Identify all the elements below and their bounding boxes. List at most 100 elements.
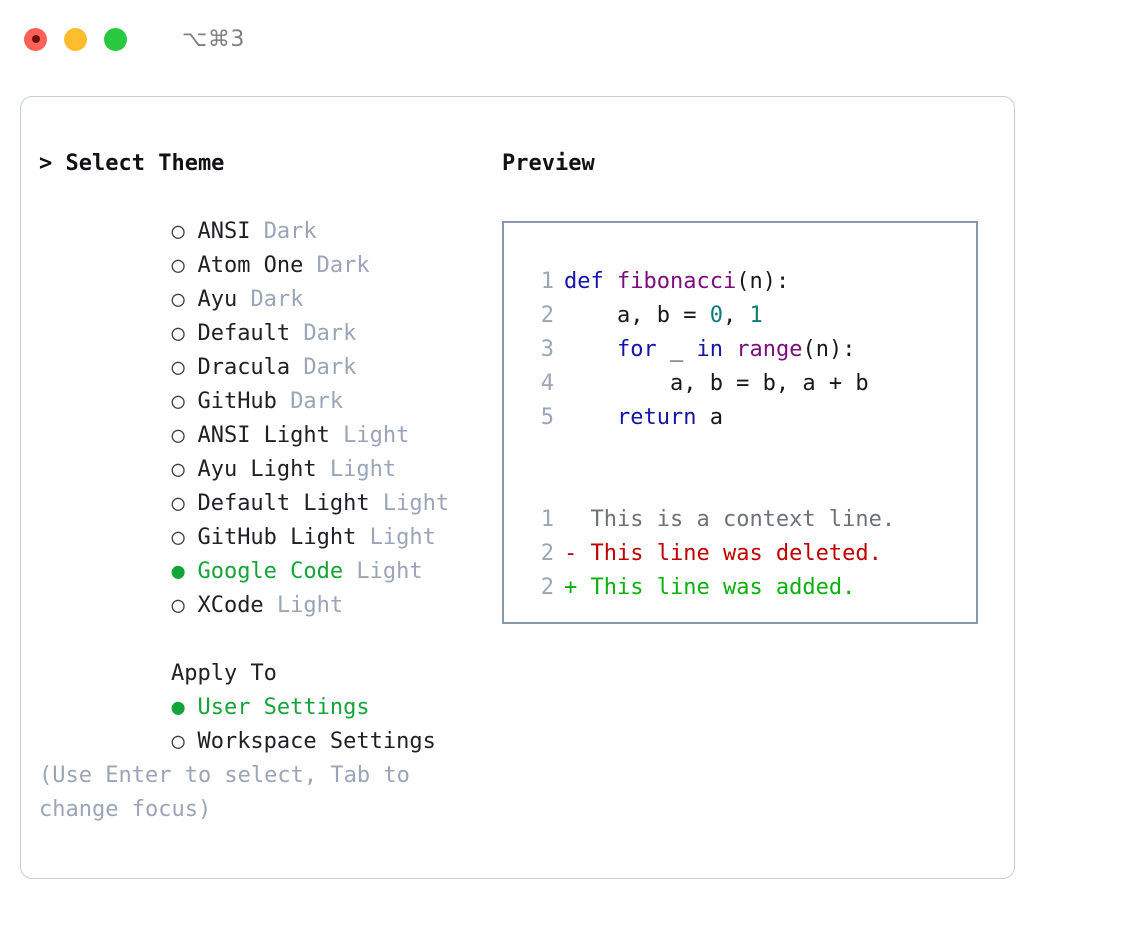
apply-to-item-selected[interactable]: ●User Settings [39,657,479,720]
code-token: _ [669,337,697,362]
code-token: fibonacci [616,269,737,294]
code-token: def [564,269,617,294]
title-bar: ⌥⌘3 [0,0,1140,78]
theme-name: Google Code [197,559,344,584]
diff-text: This line was deleted. [590,541,882,566]
theme-variant-tag: Dark [263,219,317,244]
code-token: a, b = b, a + b [564,371,869,396]
theme-variant-tag: Light [356,559,423,584]
theme-variant-tag: Dark [303,321,357,346]
line-number: 3 [540,337,554,362]
main-panel: > Select Theme ○ANSI Dark ○Atom One Dark… [20,96,1015,879]
code-token: return [564,405,710,430]
line-number: 2 [540,541,554,566]
preview-gap [504,435,976,469]
traffic-lights [24,27,127,51]
theme-variant-tag: Dark [250,287,304,312]
radio-empty-icon[interactable]: ○ [171,355,185,380]
preview-gap [504,469,976,503]
theme-variant-tag: Light [329,457,397,482]
line-number: 4 [540,371,554,396]
theme-list-item-selected[interactable]: ● Google Code Light [39,521,479,584]
diff-sign [564,507,591,532]
diff-sign: + [564,575,591,600]
radio-empty-icon[interactable]: ○ [171,321,185,346]
theme-variant-tag: Dark [303,355,357,380]
theme-list-item[interactable]: ○ GitHub Light Light [39,487,479,550]
radio-empty-icon[interactable]: ○ [171,219,185,244]
theme-list-item[interactable]: ○ Default Light Light [39,453,479,516]
theme-name: Ayu Light [197,457,317,482]
theme-name: Dracula [197,355,291,380]
code-line: 5 return a [504,401,976,435]
code-token: 0 [709,303,723,328]
theme-name: Atom One [197,253,304,278]
code-token: (n): [736,269,790,294]
radio-empty-icon[interactable]: ○ [171,457,185,482]
close-button[interactable] [24,27,47,51]
code-token: range [736,337,803,362]
theme-variant-tag: Dark [316,253,370,278]
theme-variant-tag: Light [369,525,436,550]
line-number: 5 [540,405,554,430]
code-token: a, b = [564,303,710,328]
apply-to-item-label: Workspace Settings [197,729,436,754]
radio-filled-icon[interactable]: ● [171,695,185,720]
theme-list-item[interactable]: ○ANSI Light Light [39,385,479,448]
theme-name: Default [197,321,291,346]
apply-to-label: Apply To [170,661,277,686]
code-token: in [696,337,737,362]
theme-list: ○ ANSI Dark ○ Atom One Dark ○ Ayu Dark ○ Def… [39,181,479,618]
theme-name: ANSI [197,219,251,244]
radio-empty-icon[interactable]: ○ [171,423,185,448]
theme-list-item[interactable]: ○ GitHub Dark [39,351,479,414]
theme-variant-tag: Light [276,593,344,618]
code-line: 3 for _ in range(n): [504,333,976,367]
zoom-button[interactable] [104,27,127,51]
radio-empty-icon[interactable]: ○ [171,491,185,516]
radio-empty-icon[interactable]: ○ [171,525,185,550]
theme-name: XCode [197,593,264,618]
preview-heading: Preview [502,151,595,176]
minimize-button[interactable] [64,27,87,51]
theme-name: Default Light [197,491,370,516]
theme-name: ANSI Light [197,423,330,448]
code-line: 4 a, b = b, a + b [504,367,976,401]
code-token: (n): [802,337,856,362]
diff-line-deleted: 2- This line was deleted. [504,537,976,571]
line-number: 1 [540,507,554,532]
diff-text: This is a context line. [590,507,896,532]
theme-list-item[interactable]: ○ Ayu Dark [39,249,479,312]
radio-empty-icon[interactable]: ○ [171,593,185,618]
apply-to-heading: Apply To [39,623,479,686]
theme-name: GitHub Light [197,525,357,550]
diff-text: This line was added. [590,575,856,600]
code-token: for [564,337,670,362]
theme-name: Ayu [197,287,238,312]
keyboard-hint-text: (Use Enter to select, Tab to change focu… [39,763,424,822]
theme-list-item[interactable]: ○ ANSI Dark [39,181,479,244]
code-token: a [709,405,723,430]
radio-empty-icon[interactable]: ○ [171,253,185,278]
theme-list-item[interactable]: ○ Atom One Dark [39,215,479,278]
apply-to-item[interactable]: ○ Workspace Settings [39,691,479,754]
theme-list-item[interactable]: ○ Ayu Light Light [39,419,479,482]
theme-name: GitHub [197,389,277,414]
theme-variant-tag: Dark [290,389,344,414]
radio-empty-icon[interactable]: ○ [171,389,185,414]
theme-variant-tag: Light [382,491,450,516]
diff-line-added: 2 + This line was added. [504,571,976,605]
radio-empty-icon[interactable]: ○ [171,729,185,754]
line-number: 2 [540,575,554,600]
radio-filled-icon[interactable]: ● [171,559,185,584]
apply-to-list: ●User Settings ○ Workspace Settings [39,657,479,754]
theme-list-item[interactable]: ○ Default Dark [39,283,479,346]
theme-list-item[interactable]: ○ Dracula Dark [39,317,479,380]
theme-list-item[interactable]: ○ XCode Light [39,555,479,618]
radio-empty-icon[interactable]: ○ [171,287,185,312]
